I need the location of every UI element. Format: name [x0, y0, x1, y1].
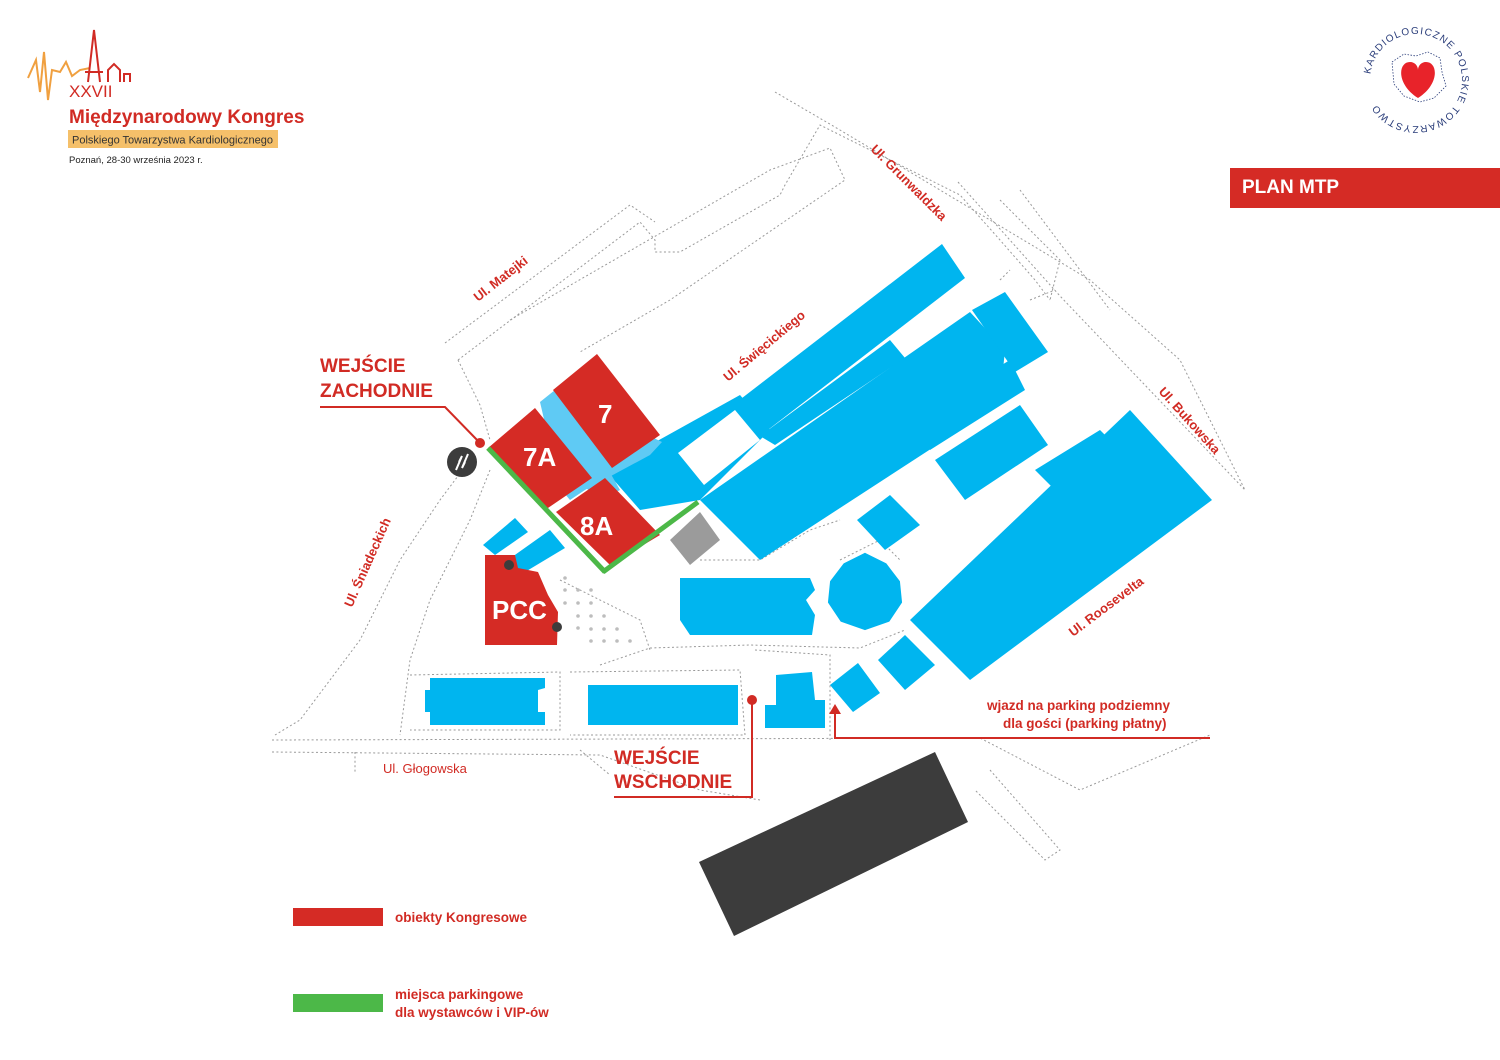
hall-block	[972, 292, 1048, 372]
legend-swatch-parking	[293, 994, 383, 1012]
street-glogowska: Ul. Głogowska	[383, 761, 468, 776]
east-entrance: WEJŚCIE WSCHODNIE	[614, 695, 757, 798]
street-sniadeckich: Ul. Śniadeckich	[341, 515, 394, 609]
plan-badge: PLAN MTP	[1230, 168, 1500, 208]
logo-dates: Poznań, 28-30 września 2023 r.	[69, 155, 203, 166]
heart-icon	[1401, 62, 1435, 98]
east-entrance-line2: WSCHODNIE	[614, 772, 732, 793]
east-entrance-dot	[747, 695, 757, 705]
parking-note-line2: dla gości (parking płatny)	[1003, 716, 1167, 731]
parking-strip-south	[601, 499, 700, 575]
plan-badge-label: PLAN MTP	[1242, 177, 1340, 198]
dark-building	[699, 752, 968, 936]
hall-block	[765, 672, 825, 728]
street-bukowska: Ul. Bukowska	[1156, 384, 1224, 457]
hall-block	[830, 663, 880, 712]
legend-parking-line2: dla wystawców i VIP-ów	[395, 1005, 549, 1020]
legend: obiekty Kongresowe miejsca parkingowe dl…	[293, 908, 549, 1020]
logo-subtitle-band	[68, 130, 278, 148]
connector-walkway	[505, 530, 565, 575]
logo-edition: XXVII	[69, 82, 112, 101]
west-entrance-dot	[475, 438, 485, 448]
logo-title: Międzynarodowy Kongres	[69, 107, 304, 128]
hall-pcc	[485, 555, 558, 645]
ecg-line-icon	[27, 51, 91, 101]
street-matejki: Ul. Matejki	[471, 253, 531, 304]
poland-outline-icon	[1391, 51, 1447, 103]
hall-block	[910, 360, 1025, 450]
arrow-up-icon	[829, 704, 841, 714]
pcc-dots	[563, 576, 632, 643]
pcc-entrance-icon	[552, 622, 562, 632]
west-entrance-line1: WEJŚCIE	[320, 355, 406, 377]
hall-block	[700, 312, 1005, 560]
hall-7a-label: 7A	[523, 442, 556, 472]
legend-swatch-congress	[293, 908, 383, 926]
roundabout-icon	[447, 447, 477, 477]
east-entrance-line1: WEJŚCIE	[614, 747, 700, 769]
rotunda-ring	[827, 552, 903, 631]
hall-block	[910, 410, 1212, 680]
hall-pcc-label: PCC	[492, 595, 547, 625]
hall-8a-label: 8A	[580, 511, 613, 541]
parking-note-line1: wjazd na parking podziemny	[986, 698, 1171, 713]
hall-block	[483, 518, 528, 555]
congress-logo: XXVII Międzynarodowy Kongres Polskiego T…	[27, 29, 304, 166]
hall-block	[588, 685, 738, 725]
hall-block	[425, 678, 545, 725]
road-network	[271, 91, 1246, 861]
ptk-seal: KARDIOLOGICZNE POLSKIE TOWARZYSTWO	[1362, 26, 1468, 134]
cathedral-icon	[85, 29, 131, 83]
street-grunwaldzka: Ul. Grunwaldzka	[868, 142, 951, 225]
hall-block	[878, 635, 935, 690]
hall-block	[760, 340, 905, 445]
hall-block	[1035, 430, 1140, 510]
hall-7	[553, 354, 660, 468]
hall-block	[733, 244, 965, 436]
west-entrance-line2: ZACHODNIE	[320, 381, 433, 402]
hall-block	[857, 495, 920, 550]
hall-7-label: 7	[598, 399, 612, 429]
gray-building	[670, 512, 720, 565]
logo-subtitle: Polskiego Towarzystwa Kardiologicznego	[72, 135, 273, 147]
hall-block	[680, 578, 815, 635]
hall-8a	[556, 478, 660, 565]
hall-block	[935, 405, 1048, 500]
hall-7a	[488, 408, 592, 510]
west-entrance: WEJŚCIE ZACHODNIE	[320, 355, 485, 448]
legend-parking-line1: miejsca parkingowe	[395, 987, 524, 1002]
pcc-entrance-icon	[504, 560, 514, 570]
parking-entry-note: wjazd na parking podziemny dla gości (pa…	[829, 698, 1210, 739]
parking-strip-west	[486, 446, 607, 574]
congress-halls: 7 7A 8A PCC	[485, 354, 662, 645]
legend-congress-label: obiekty Kongresowe	[395, 910, 528, 925]
courtyard	[678, 410, 760, 485]
